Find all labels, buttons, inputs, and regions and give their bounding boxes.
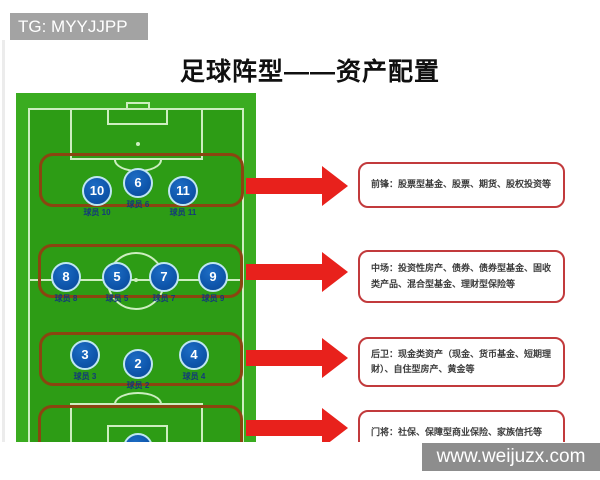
player-3: 3 球员 3 <box>54 340 116 382</box>
football-pitch: 10 球员 10 6 球员 6 11 球员 11 8 球员 8 5 球员 5 7… <box>16 93 256 442</box>
player-5: 5 球员 5 <box>86 262 148 304</box>
annotation-defenders: 后卫：现金类资产（现金、货币基金、短期理财）、自住型房产、黄金等 <box>358 337 565 387</box>
annotation-text: 后卫：现金类资产（现金、货币基金、短期理财）、自住型房产、黄金等 <box>371 348 552 374</box>
penalty-spot-top <box>136 142 140 146</box>
highlight-defenders-row <box>39 332 243 386</box>
player-goalkeeper <box>107 433 169 442</box>
player-label: 球员 10 <box>83 208 111 217</box>
highlight-forwards-row <box>39 153 244 207</box>
arrow-midfield <box>246 252 348 292</box>
player-6: 6 球员 6 <box>107 168 169 210</box>
photo-edge-line <box>2 40 5 442</box>
arrow-shaft <box>246 178 324 194</box>
arrow-forwards <box>246 166 348 206</box>
player-circle: 11 <box>168 176 198 206</box>
arrow-goalkeeper <box>246 408 348 448</box>
arrow-head-icon <box>322 408 348 448</box>
player-label: 球员 5 <box>105 294 129 303</box>
page-title: 足球阵型——资产配置 <box>179 58 440 86</box>
annotation-midfield: 中场：投资性房产、债券、债券型基金、固收类产品、混合型基金、理财型保险等 <box>358 250 565 303</box>
player-label: 球员 9 <box>201 294 225 303</box>
player-label: 球员 6 <box>126 200 150 209</box>
player-4: 4 球员 4 <box>163 340 225 382</box>
goal-area-bottom <box>107 425 168 442</box>
player-circle: 8 <box>51 262 81 292</box>
goal-area-top <box>107 108 168 125</box>
arrow-shaft <box>246 420 324 436</box>
center-spot <box>134 278 138 282</box>
player-9: 9 球员 9 <box>182 262 244 304</box>
player-label: 球员 8 <box>54 294 78 303</box>
player-circle: 4 <box>179 340 209 370</box>
player-circle: 2 <box>123 349 153 379</box>
goal-top <box>126 102 150 110</box>
player-circle: 10 <box>82 176 112 206</box>
annotation-text: 前锋：股票型基金、股票、期货、股权投资等 <box>371 179 552 190</box>
player-label: 球员 11 <box>169 208 197 217</box>
annotation-text: 门将：社保、保障型商业保险、家族信托等 <box>371 427 543 438</box>
highlight-goalkeeper-row <box>38 405 243 442</box>
player-11: 11 球员 11 <box>152 176 214 218</box>
arrow-head-icon <box>322 338 348 378</box>
player-circle <box>123 433 153 442</box>
arrow-shaft <box>246 350 324 366</box>
annotation-text: 中场：投资性房产、债券、债券型基金、固收类产品、混合型基金、理财型保险等 <box>371 263 552 289</box>
player-circle: 9 <box>198 262 228 292</box>
penalty-area-top <box>70 108 203 160</box>
player-circle: 7 <box>149 262 179 292</box>
arrow-defenders <box>246 338 348 378</box>
player-10: 10 球员 10 <box>66 176 128 218</box>
player-label: 球员 2 <box>126 381 150 390</box>
player-label: 球员 7 <box>152 294 176 303</box>
player-label: 球员 4 <box>182 372 206 381</box>
player-7: 7 球员 7 <box>133 262 195 304</box>
annotation-forwards: 前锋：股票型基金、股票、期货、股权投资等 <box>358 162 565 208</box>
penalty-area-bottom <box>70 403 203 442</box>
player-label: 球员 3 <box>73 372 97 381</box>
watermark: www.weijuzx.com <box>422 443 600 471</box>
player-8: 8 球员 8 <box>35 262 97 304</box>
highlight-midfield-row <box>38 244 243 298</box>
player-2: 2 球员 2 <box>107 349 169 391</box>
player-circle: 6 <box>123 168 153 198</box>
arrow-shaft <box>246 264 324 280</box>
player-circle: 5 <box>102 262 132 292</box>
arrow-head-icon <box>322 166 348 206</box>
tg-banner: TG: MYYJJPP <box>10 13 148 40</box>
arrow-head-icon <box>322 252 348 292</box>
player-circle: 3 <box>70 340 100 370</box>
